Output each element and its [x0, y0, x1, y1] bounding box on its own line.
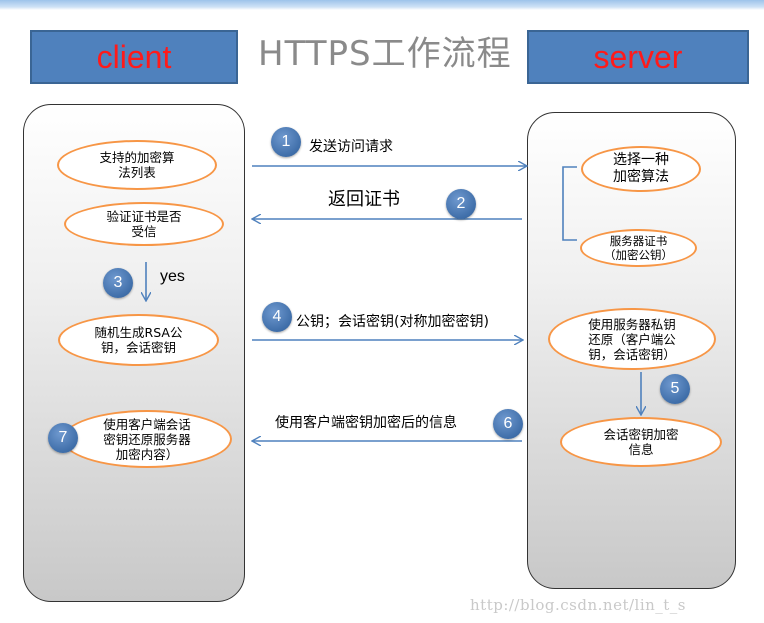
server-bracket	[562, 166, 577, 241]
server-header-label: server	[593, 38, 683, 75]
watermark: http://blog.csdn.net/lin_t_s	[470, 596, 687, 614]
client-node-line: 钥，会话密钥	[100, 340, 176, 355]
step-4-label: 公钥；会话密钥(对称加密密钥)	[296, 314, 489, 330]
server-node-restore-keys: 使用服务器私钥 还原（客户端公 钥，会话密钥）	[548, 308, 716, 370]
client-header-label: client	[96, 38, 172, 75]
step-1-label: 发送访问请求	[309, 139, 393, 155]
step-3-label: yes	[160, 268, 185, 285]
server-node-certificate: 服务器证书 （加密公钥）	[580, 229, 697, 267]
server-node-choose-cipher: 选择一种 加密算法	[581, 146, 701, 192]
client-node-decrypt-content: 使用客户端会话 密钥还原服务器 加密内容）	[62, 410, 232, 468]
client-node-generate-keys: 随机生成RSA公 钥，会话密钥	[58, 314, 219, 366]
server-node-line: 选择一种	[613, 152, 669, 168]
server-node-line: 钥，会话密钥）	[588, 346, 676, 362]
server-node-line: 会话密钥加密	[603, 427, 679, 442]
client-node-cipher-list: 支持的加密算 法列表	[57, 140, 217, 190]
step-2-badge: 2	[446, 189, 476, 219]
diagram-title: HTTPS工作流程	[258, 34, 512, 74]
step-1-badge: 1	[271, 127, 301, 157]
step-5-badge: 5	[660, 374, 690, 404]
server-node-line: 加密算法	[613, 169, 669, 185]
client-node-line: 验证证书是否	[106, 209, 182, 224]
server-node-encrypt-info: 会话密钥加密 信息	[560, 417, 722, 467]
step-6-label: 使用客户端密钥加密后的信息	[275, 415, 457, 431]
client-node-line: 支持的加密算	[99, 150, 175, 165]
server-node-line: （加密公钥）	[604, 248, 673, 262]
client-node-line: 加密内容）	[115, 446, 179, 462]
step-4-badge: 4	[262, 302, 292, 332]
step-6-badge: 6	[493, 409, 523, 439]
client-node-line: 随机生成RSA公	[94, 325, 183, 340]
client-node-line: 受信	[131, 224, 157, 239]
server-header: server	[527, 30, 749, 84]
step-7-badge: 7	[48, 423, 78, 453]
client-node-line: 密钥还原服务器	[103, 431, 191, 447]
step-3-badge: 3	[103, 268, 133, 298]
server-node-line: 信息	[628, 442, 654, 457]
client-node-verify-cert: 验证证书是否 受信	[64, 202, 224, 246]
server-node-line: 服务器证书	[609, 234, 668, 248]
step-2-label: 返回证书	[328, 189, 400, 210]
server-node-line: 使用服务器私钥	[588, 316, 676, 332]
client-node-line: 使用客户端会话	[103, 416, 191, 432]
window-top-bar	[0, 0, 764, 10]
client-header: client	[30, 30, 238, 84]
server-node-line: 还原（客户端公	[588, 331, 676, 347]
client-node-line: 法列表	[118, 165, 156, 180]
